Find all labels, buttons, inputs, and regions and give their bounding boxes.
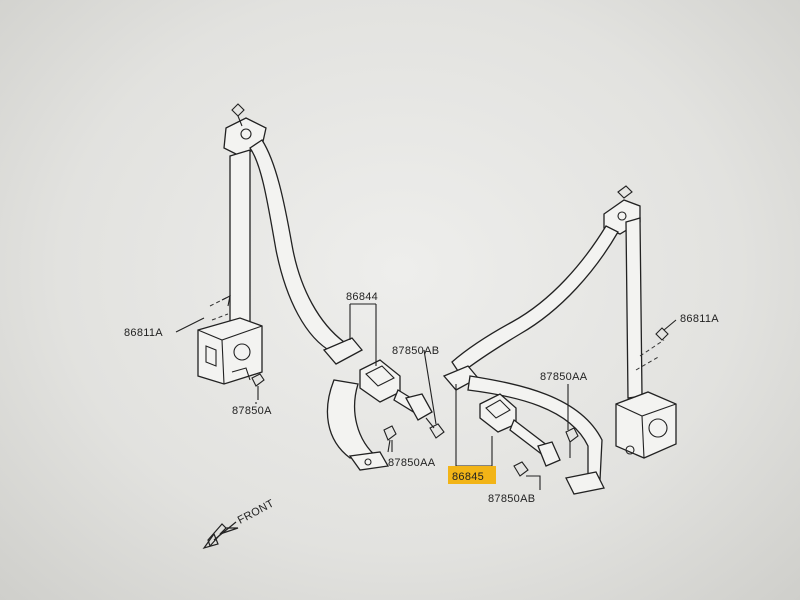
left-vertical-webbing [229,149,251,323]
right-lap-anchor [565,471,605,495]
front-indicator: FRONT [202,498,276,550]
label-87850ab-bottom: 87850AB [488,493,535,505]
left-anchor-bolt-hole [240,128,252,140]
label-87850aa-left: 87850AA [388,457,436,469]
right-anchor-bolt [617,185,633,199]
part-labels: 86811A 87850A 86844 87850AB 87850AA 8684… [124,291,719,505]
left-lap-bolt [383,425,397,441]
right-lap-bolt [565,427,579,443]
front-arrow-icon [207,523,239,548]
left-belt-tongue [322,337,364,365]
left-buckle-bolt [429,423,445,439]
right-buckle-bolt [513,461,529,477]
left-anchor-bolt [231,103,245,117]
left-retractor [197,317,263,385]
left-retractor-bolt [251,373,265,387]
label-86811a-right: 86811A [680,313,719,325]
label-front: FRONT [236,498,276,527]
label-86845: 86845 [452,471,484,483]
label-87850a: 87850A [232,405,272,417]
right-seat-belt-assembly [442,185,677,495]
left-shoulder-webbing [249,139,346,353]
label-87850aa-right: 87850AA [540,371,588,383]
highlight-86845 [448,466,496,484]
label-87850ab-top: 87850AB [392,345,439,357]
label-86844: 86844 [346,291,378,303]
right-vertical-webbing [625,217,643,399]
right-buckle [479,393,517,433]
left-seat-belt-assembly [197,103,445,471]
left-buckle [359,359,401,403]
label-86811a-left: 86811A [124,327,163,339]
right-retractor [615,391,677,459]
right-shoulder-webbing [451,225,619,375]
left-lap-anchor [348,451,390,471]
